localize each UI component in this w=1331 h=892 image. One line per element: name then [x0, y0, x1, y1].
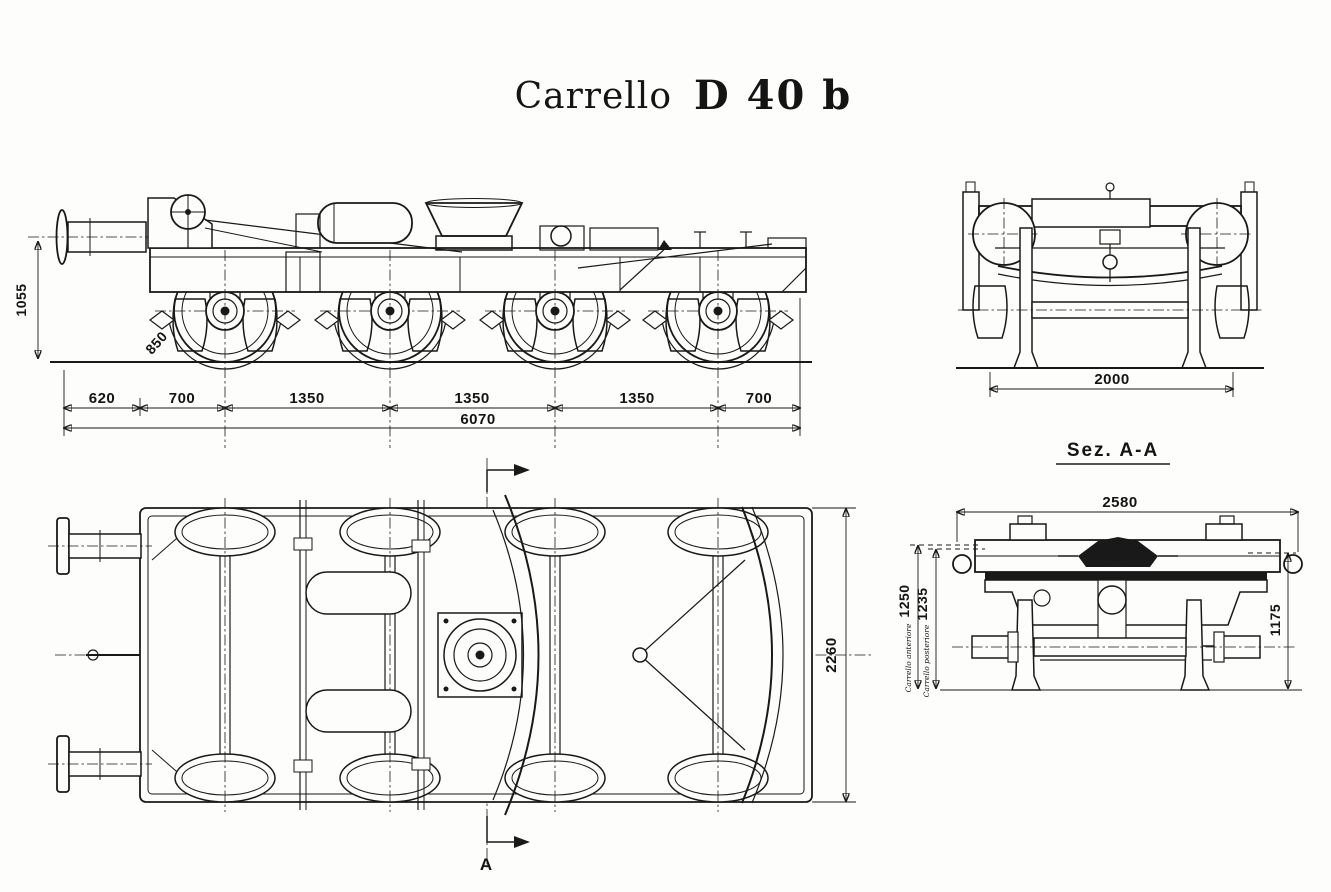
safety-loop-left	[952, 554, 972, 574]
bolster-crescents	[492, 494, 784, 816]
dim-seg-1350-b: 1350	[454, 390, 489, 407]
front-view-dimensions: 2000	[990, 371, 1233, 397]
section-aa-view: 2580	[896, 494, 1303, 697]
brake-rods-plan	[293, 500, 431, 810]
centre-pivot-plan	[437, 612, 523, 698]
air-reservoir-right	[1181, 198, 1253, 270]
dim-width-2260: 2260	[823, 637, 840, 672]
axle-plan-3	[504, 498, 606, 812]
buffer-left	[28, 209, 162, 265]
plan-view-dimensions: 2260	[812, 507, 856, 803]
section-cut-marker-bottom: A	[480, 816, 530, 874]
dim-height-1250: 1250	[896, 584, 912, 617]
section-dims-left: 1250 1235 Carrello anteriore Carrello po…	[896, 544, 985, 697]
bogie-frame	[149, 247, 807, 293]
dim-seg-620: 620	[89, 390, 116, 407]
section-cut-marker-top	[486, 464, 530, 492]
plan-view: A 2260	[48, 458, 872, 874]
note-carrello-posteriore: Carrello posteriore	[922, 624, 931, 697]
note-carrello-anteriore: Carrello anteriore	[904, 623, 913, 692]
section-cut-letter: A	[480, 855, 492, 874]
side-elevation-view: 1055 850 620 700 1350 1350 1350 700 6070	[13, 194, 812, 448]
front-view: 2000 Sez. A-A	[956, 181, 1264, 465]
dim-seg-700-right: 700	[746, 390, 773, 407]
section-cut-arrow-icon	[514, 836, 530, 848]
section-cut-arrow-icon	[514, 464, 530, 476]
dim-total-6070: 6070	[460, 411, 495, 428]
drawing-title: Carrello D 40 b	[515, 72, 852, 119]
handbrake-assembly	[147, 194, 463, 253]
section-dim-top: 2580	[957, 494, 1298, 552]
section-dim-right: 1175	[1248, 552, 1296, 688]
section-title: Sez. A-A	[1056, 440, 1170, 465]
dim-seg-1350-a: 1350	[289, 390, 324, 407]
dim-height-1055: 1055	[13, 283, 29, 316]
dim-gauge-2000: 2000	[1094, 371, 1129, 388]
brake-cylinder	[295, 202, 413, 249]
dim-seg-700-left: 700	[169, 390, 196, 407]
title-model: D 40 b	[694, 72, 852, 119]
centre-pivot-bowl	[424, 198, 524, 251]
pivot-socket-section	[1058, 537, 1178, 567]
spring-capsule-bottom	[305, 689, 412, 733]
axle-section	[952, 631, 1296, 663]
dim-wheel-850: 850	[142, 328, 171, 357]
safety-loop-right	[1283, 554, 1303, 574]
coupling-hook	[86, 649, 140, 661]
brake-rigging	[539, 225, 807, 291]
dim-seg-1350-c: 1350	[619, 390, 654, 407]
buffer-plan-top	[48, 517, 152, 575]
dim-width-2580: 2580	[1102, 494, 1137, 511]
buffer-plan-bottom	[48, 735, 152, 793]
dim-height-1235: 1235	[914, 587, 930, 620]
spring-capsule-top	[305, 571, 412, 615]
title-prefix: Carrello	[515, 76, 672, 117]
axle-plan-1	[174, 498, 276, 812]
section-title-label: Sez. A-A	[1067, 440, 1159, 461]
dim-height-1175: 1175	[1267, 604, 1283, 636]
